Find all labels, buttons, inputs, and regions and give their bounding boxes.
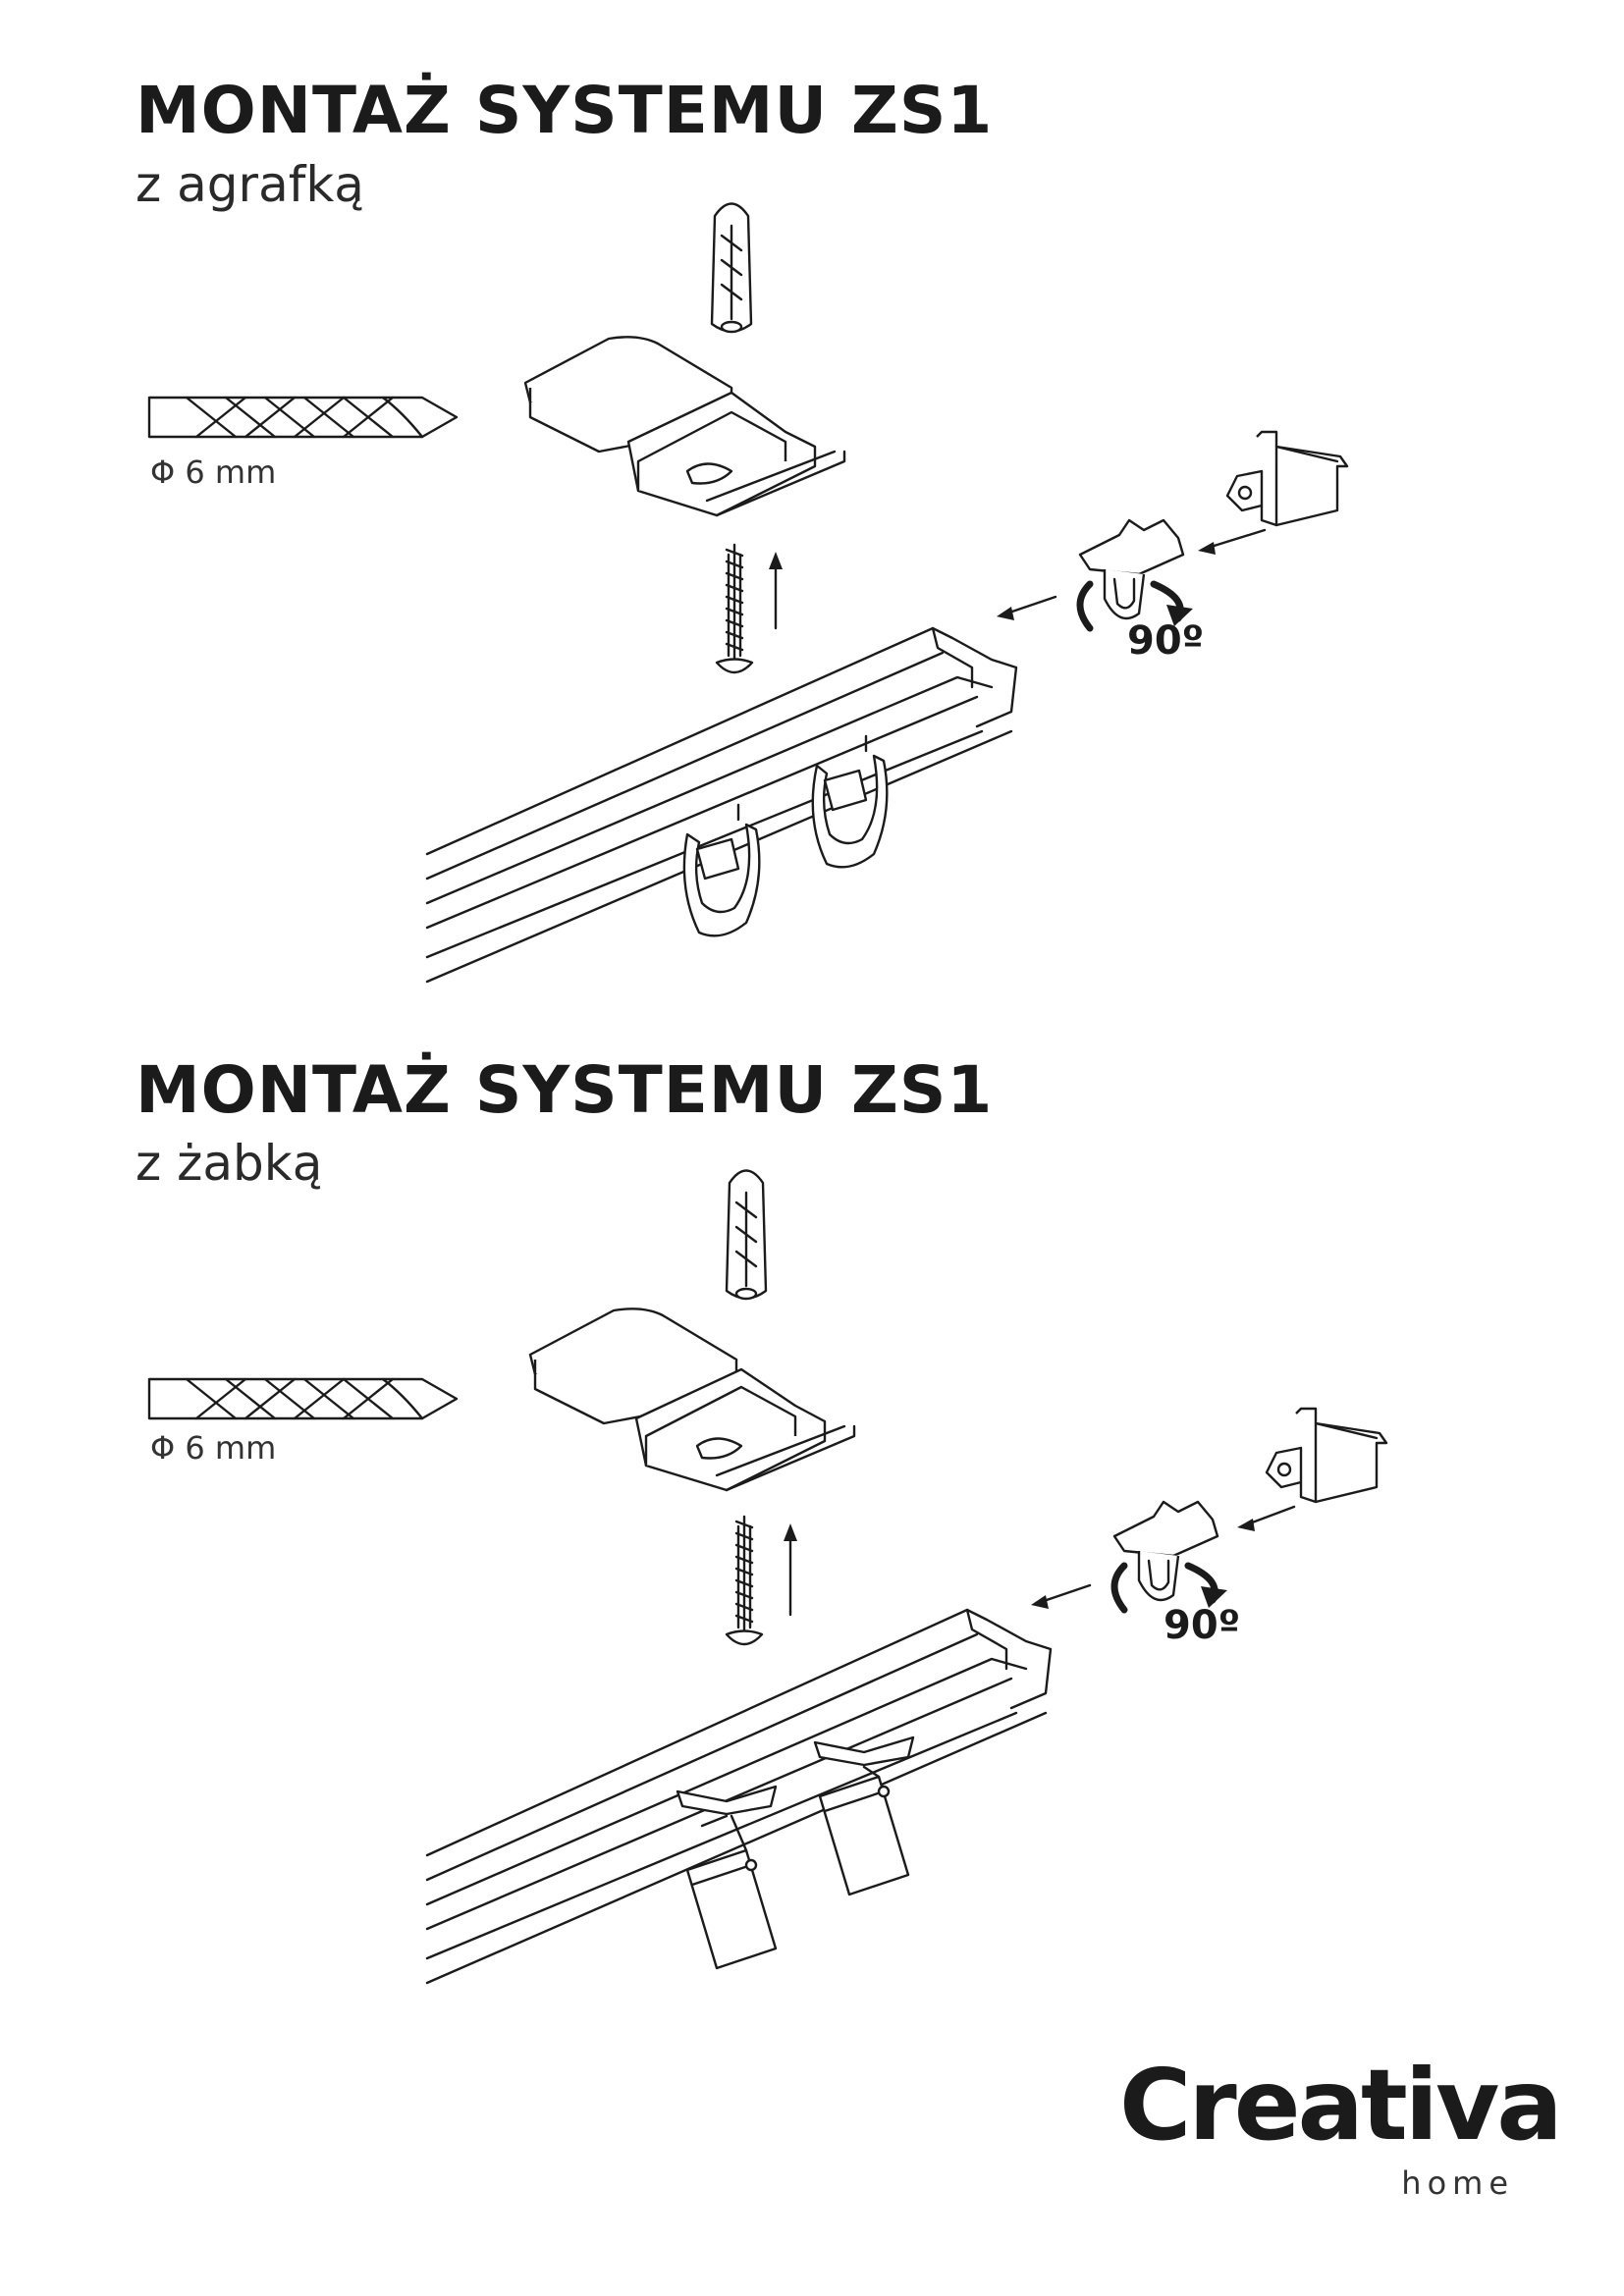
up-arrow-icon [784, 1523, 797, 1617]
drill-bit-icon [147, 1377, 459, 1420]
up-arrow-icon [769, 552, 783, 630]
end-cap-icon [1265, 1407, 1388, 1504]
section-2-subtitle: z żabką [135, 1135, 323, 1192]
wall-plug-icon [725, 1169, 768, 1301]
curtain-rail-icon [425, 626, 1018, 984]
rotation-arrow-icon [1076, 580, 1193, 632]
brand-sub: home [1401, 2164, 1514, 2202]
wall-plug-icon [710, 202, 753, 334]
section-1-rotation-label: 90º [1127, 618, 1205, 664]
drill-bit-icon [147, 396, 459, 439]
rotation-arrow-icon [1110, 1562, 1227, 1614]
section-2-illustration [147, 1169, 1388, 1985]
ceiling-bracket-icon [523, 336, 846, 517]
section-1-illustration [147, 202, 1349, 984]
curtain-hook-icon [682, 734, 889, 937]
screw-icon [715, 543, 754, 674]
section-1-subtitle: z agrafką [135, 156, 364, 213]
section-1-title: MONTAŻ SYSTEMU ZS1 [135, 73, 994, 148]
brand-name: Creativa [1119, 2048, 1563, 2163]
section-2-drill-label: Φ 6 mm [150, 1429, 277, 1467]
screw-icon [725, 1515, 764, 1646]
stopper-icon [1112, 1500, 1219, 1602]
section-2-rotation-label: 90º [1164, 1603, 1241, 1648]
curtain-clip-icon [676, 1735, 915, 1970]
ceiling-bracket-icon [528, 1308, 856, 1492]
section-2-title: MONTAŻ SYSTEMU ZS1 [135, 1052, 994, 1128]
stopper-icon [1078, 518, 1185, 620]
end-cap-icon [1225, 430, 1349, 527]
section-1-drill-label: Φ 6 mm [150, 454, 277, 491]
brand-logo: Creativa home [1119, 2048, 1563, 2203]
